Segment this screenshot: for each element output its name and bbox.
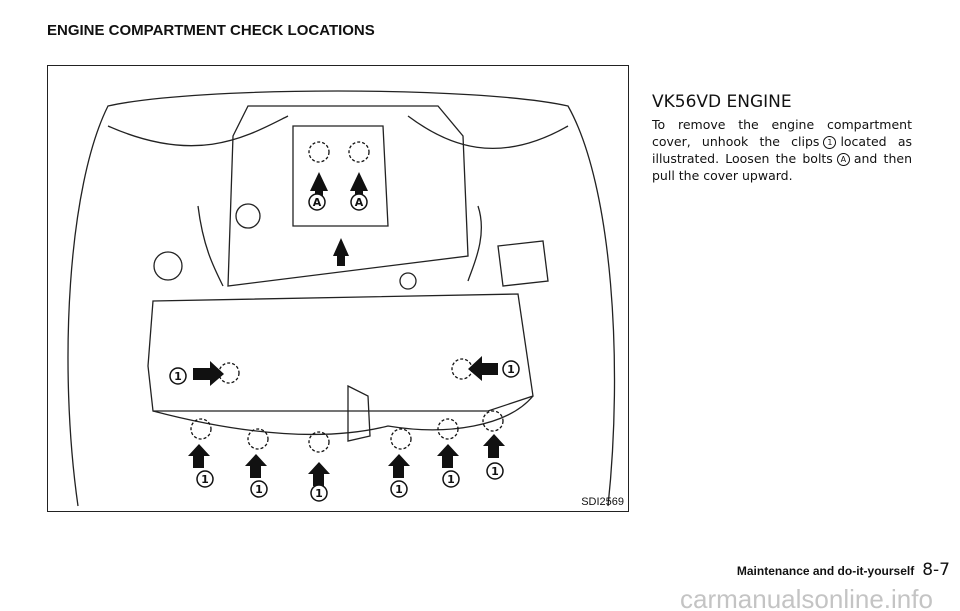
svg-text:1: 1 — [507, 363, 515, 376]
svg-text:1: 1 — [174, 370, 182, 383]
svg-text:1: 1 — [315, 487, 323, 500]
svg-text:1: 1 — [447, 473, 455, 486]
chapter-title: Maintenance and do-it-yourself — [736, 564, 915, 578]
svg-text:1: 1 — [395, 483, 403, 496]
page-footer: Maintenance and do-it-yourself 8-7 — [737, 560, 950, 580]
section-title: ENGINE COMPARTMENT CHECK LOCATIONS — [47, 22, 375, 39]
svg-text:1: 1 — [491, 465, 499, 478]
page-number: 8-7 — [922, 560, 950, 580]
text-part: To remove the engine compartment cover, … — [652, 117, 912, 149]
svg-text:1: 1 — [255, 483, 263, 496]
instruction-text: To remove the engine compartment cover, … — [652, 116, 912, 184]
clip-callout-icon: 1 — [823, 136, 837, 149]
figure-id: SDI2569 — [581, 496, 624, 508]
text-part: located as illustrated. Loosen the bolts — [652, 134, 912, 166]
watermark: carmanualsonline.info — [680, 584, 933, 611]
engine-drawing: A A 1 1 1 1 1 1 1 1 — [67, 90, 616, 507]
text-part: and then pull the cover upward. — [652, 151, 912, 183]
svg-text:A: A — [313, 196, 322, 209]
svg-text:A: A — [355, 196, 364, 209]
engine-compartment-illustration: A A 1 1 1 1 1 1 1 1 SDI2569 — [47, 65, 629, 512]
bolt-callout-icon: A — [836, 153, 850, 166]
svg-text:1: 1 — [201, 473, 209, 486]
engine-heading: VK56VD ENGINE — [652, 92, 792, 112]
